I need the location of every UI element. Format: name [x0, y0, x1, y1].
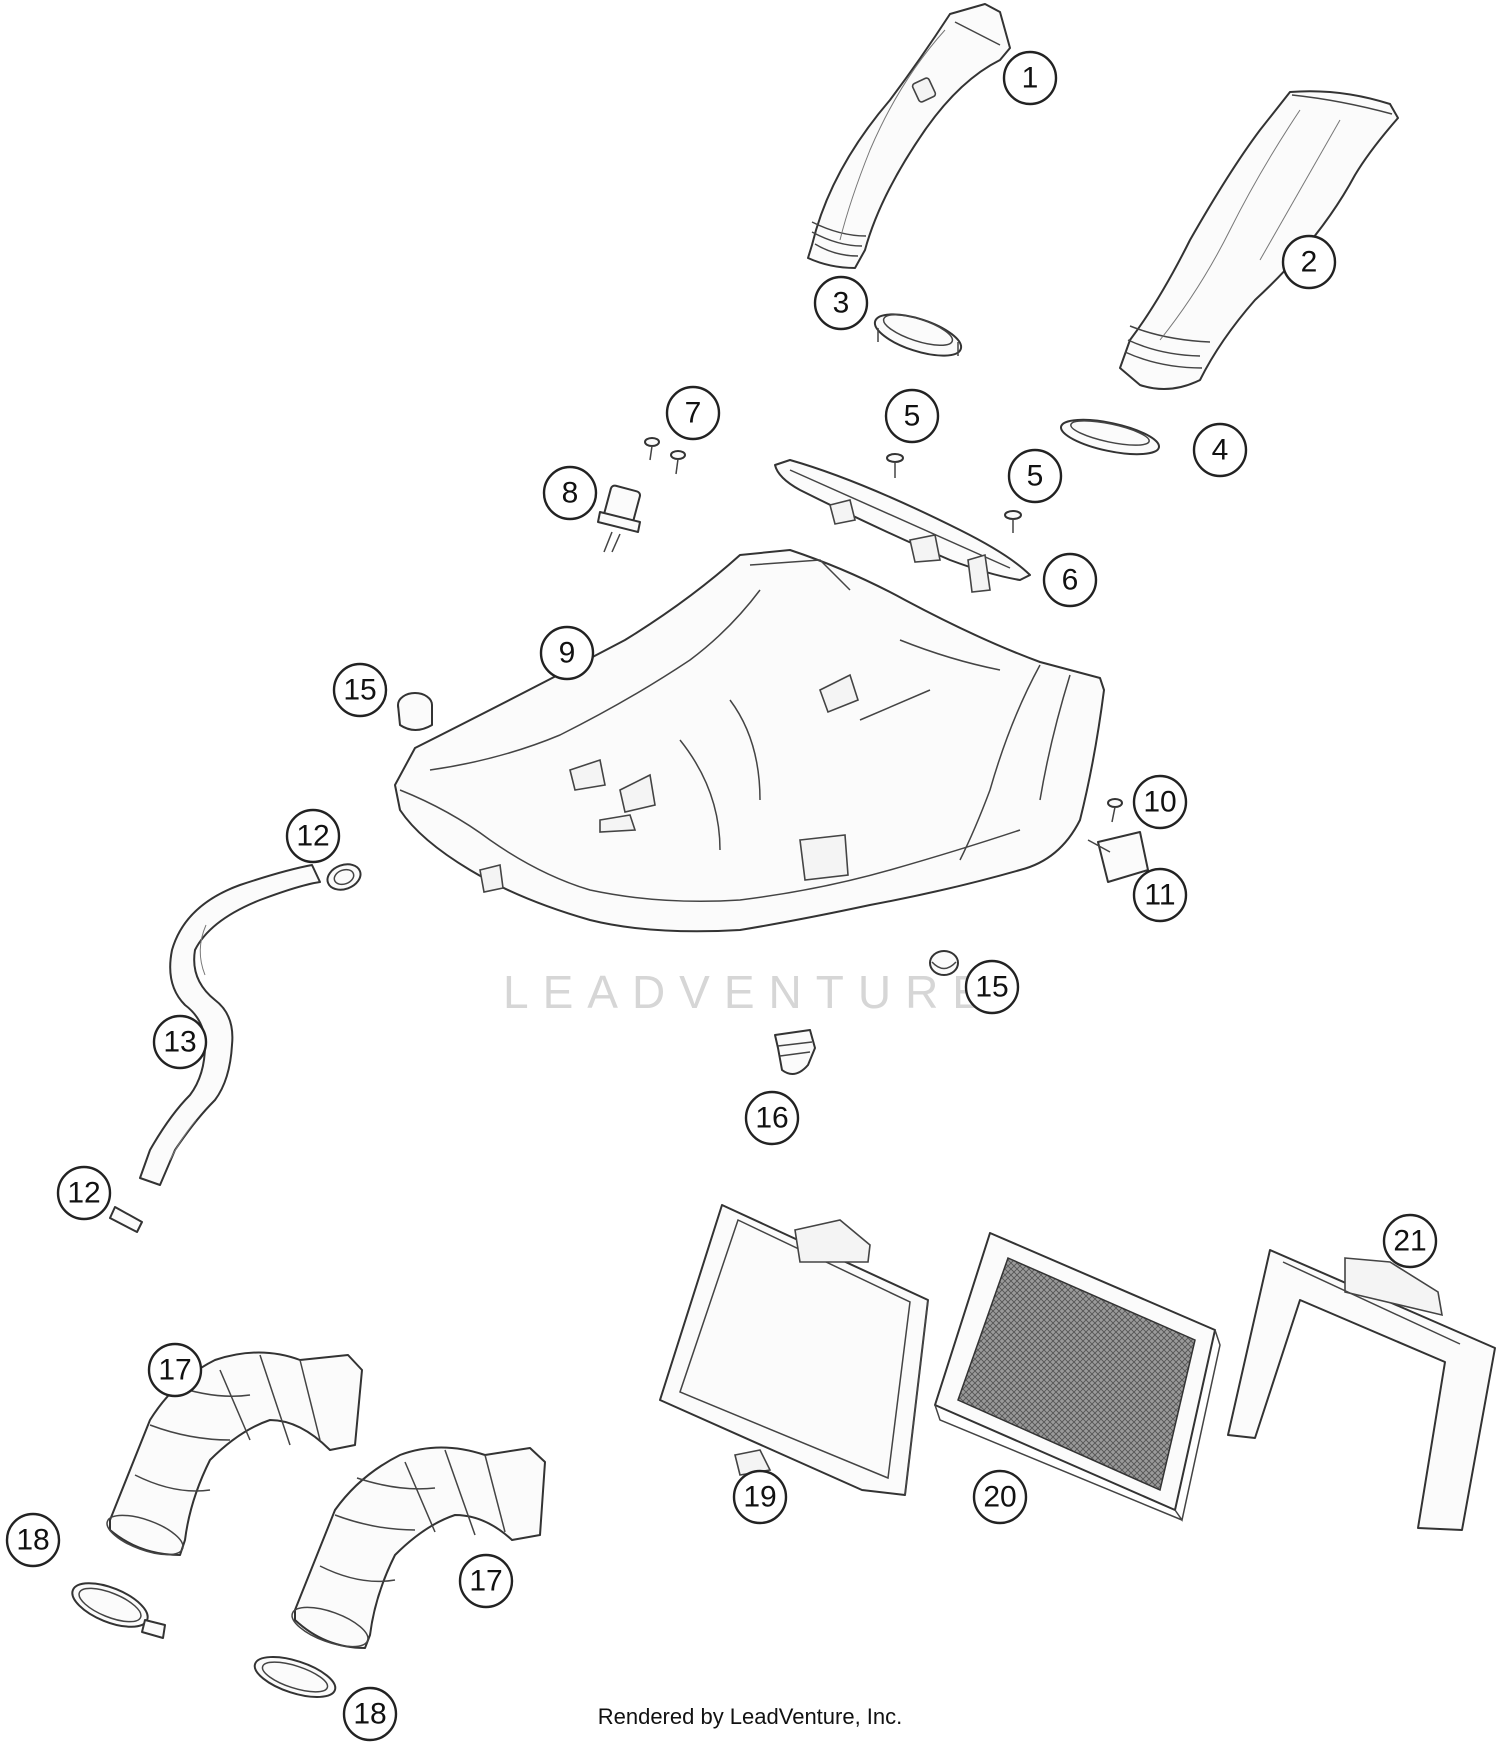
svg-text:13: 13 [163, 1026, 196, 1059]
screw-5b [1004, 510, 1022, 533]
svg-text:11: 11 [1144, 879, 1175, 912]
svg-text:9: 9 [559, 637, 576, 670]
callout-12b: 12 [56, 1165, 112, 1221]
callout-17b: 17 [458, 1553, 514, 1609]
grommet-15b [929, 950, 959, 976]
callout-1: 1 [1002, 50, 1058, 106]
intake-sensor [597, 484, 641, 553]
callout-8: 8 [542, 465, 598, 521]
screw-5a [886, 453, 904, 478]
svg-text:5: 5 [1027, 460, 1044, 493]
svg-text:4: 4 [1212, 434, 1229, 467]
svg-text:18: 18 [16, 1524, 49, 1557]
svg-text:15: 15 [343, 674, 376, 707]
gasket-ring-small [873, 313, 963, 357]
gasket-ring-large [1060, 418, 1160, 456]
callout-6: 6 [1042, 552, 1098, 608]
callout-17a: 17 [147, 1342, 203, 1398]
screw-7b [670, 450, 686, 475]
watermark: LEADVENTURE [503, 966, 997, 1018]
intake-boot-left [106, 1351, 363, 1556]
svg-text:1: 1 [1022, 62, 1039, 95]
svg-text:12: 12 [67, 1177, 100, 1210]
filter-cage [659, 1204, 929, 1496]
grommet-15a [397, 692, 433, 731]
callout-9: 9 [539, 625, 595, 681]
hose-clamp-upper [326, 863, 362, 891]
svg-text:17: 17 [158, 1354, 191, 1387]
callout-5a: 5 [884, 388, 940, 444]
callout-11: 11 [1132, 867, 1188, 923]
intake-duct-upper [807, 3, 1011, 269]
air-filter-element [934, 1232, 1221, 1522]
callout-21: 21 [1382, 1213, 1438, 1269]
svg-text:3: 3 [833, 287, 850, 320]
callout-10: 10 [1132, 774, 1188, 830]
callout-2: 2 [1281, 234, 1337, 290]
screw-10 [1107, 798, 1123, 823]
callout-4: 4 [1192, 422, 1248, 478]
rubber-plug [774, 1029, 816, 1075]
callout-5b: 5 [1007, 448, 1063, 504]
svg-text:20: 20 [983, 1481, 1016, 1514]
intake-duct-lower [1119, 90, 1399, 390]
callout-18b: 18 [342, 1686, 398, 1742]
hose-clamp-lower [109, 1206, 143, 1233]
retaining-clip [1087, 831, 1149, 883]
filter-holder [1227, 1249, 1496, 1531]
svg-text:8: 8 [562, 477, 579, 510]
svg-text:21: 21 [1393, 1225, 1426, 1258]
air-filter-box [394, 549, 1105, 933]
callout-18a: 18 [5, 1512, 61, 1568]
svg-text:10: 10 [1143, 786, 1176, 819]
callout-7: 7 [665, 385, 721, 441]
callout-12a: 12 [285, 808, 341, 864]
callout-15b: 15 [964, 959, 1020, 1015]
callout-19: 19 [732, 1469, 788, 1525]
callout-16: 16 [744, 1090, 800, 1146]
screw-7a [644, 437, 660, 461]
clamp-left [71, 1582, 166, 1639]
svg-text:19: 19 [743, 1481, 776, 1514]
svg-text:12: 12 [296, 820, 329, 853]
svg-text:5: 5 [904, 400, 921, 433]
rendered-by-footer: Rendered by LeadVenture, Inc. [598, 1704, 903, 1729]
air-box-lid [774, 459, 1031, 593]
callout-20: 20 [972, 1469, 1028, 1525]
svg-text:7: 7 [685, 397, 702, 430]
callout-3: 3 [813, 275, 869, 331]
svg-text:6: 6 [1062, 564, 1079, 597]
svg-text:16: 16 [755, 1102, 788, 1135]
svg-text:18: 18 [353, 1698, 386, 1731]
clamp-right [253, 1655, 337, 1699]
callout-13: 13 [152, 1014, 208, 1070]
svg-text:17: 17 [469, 1565, 502, 1598]
callout-15a: 15 [332, 662, 388, 718]
intake-boot-right [291, 1446, 546, 1649]
breather-hose [139, 864, 321, 1186]
svg-text:15: 15 [975, 971, 1008, 1004]
svg-text:2: 2 [1301, 246, 1318, 279]
